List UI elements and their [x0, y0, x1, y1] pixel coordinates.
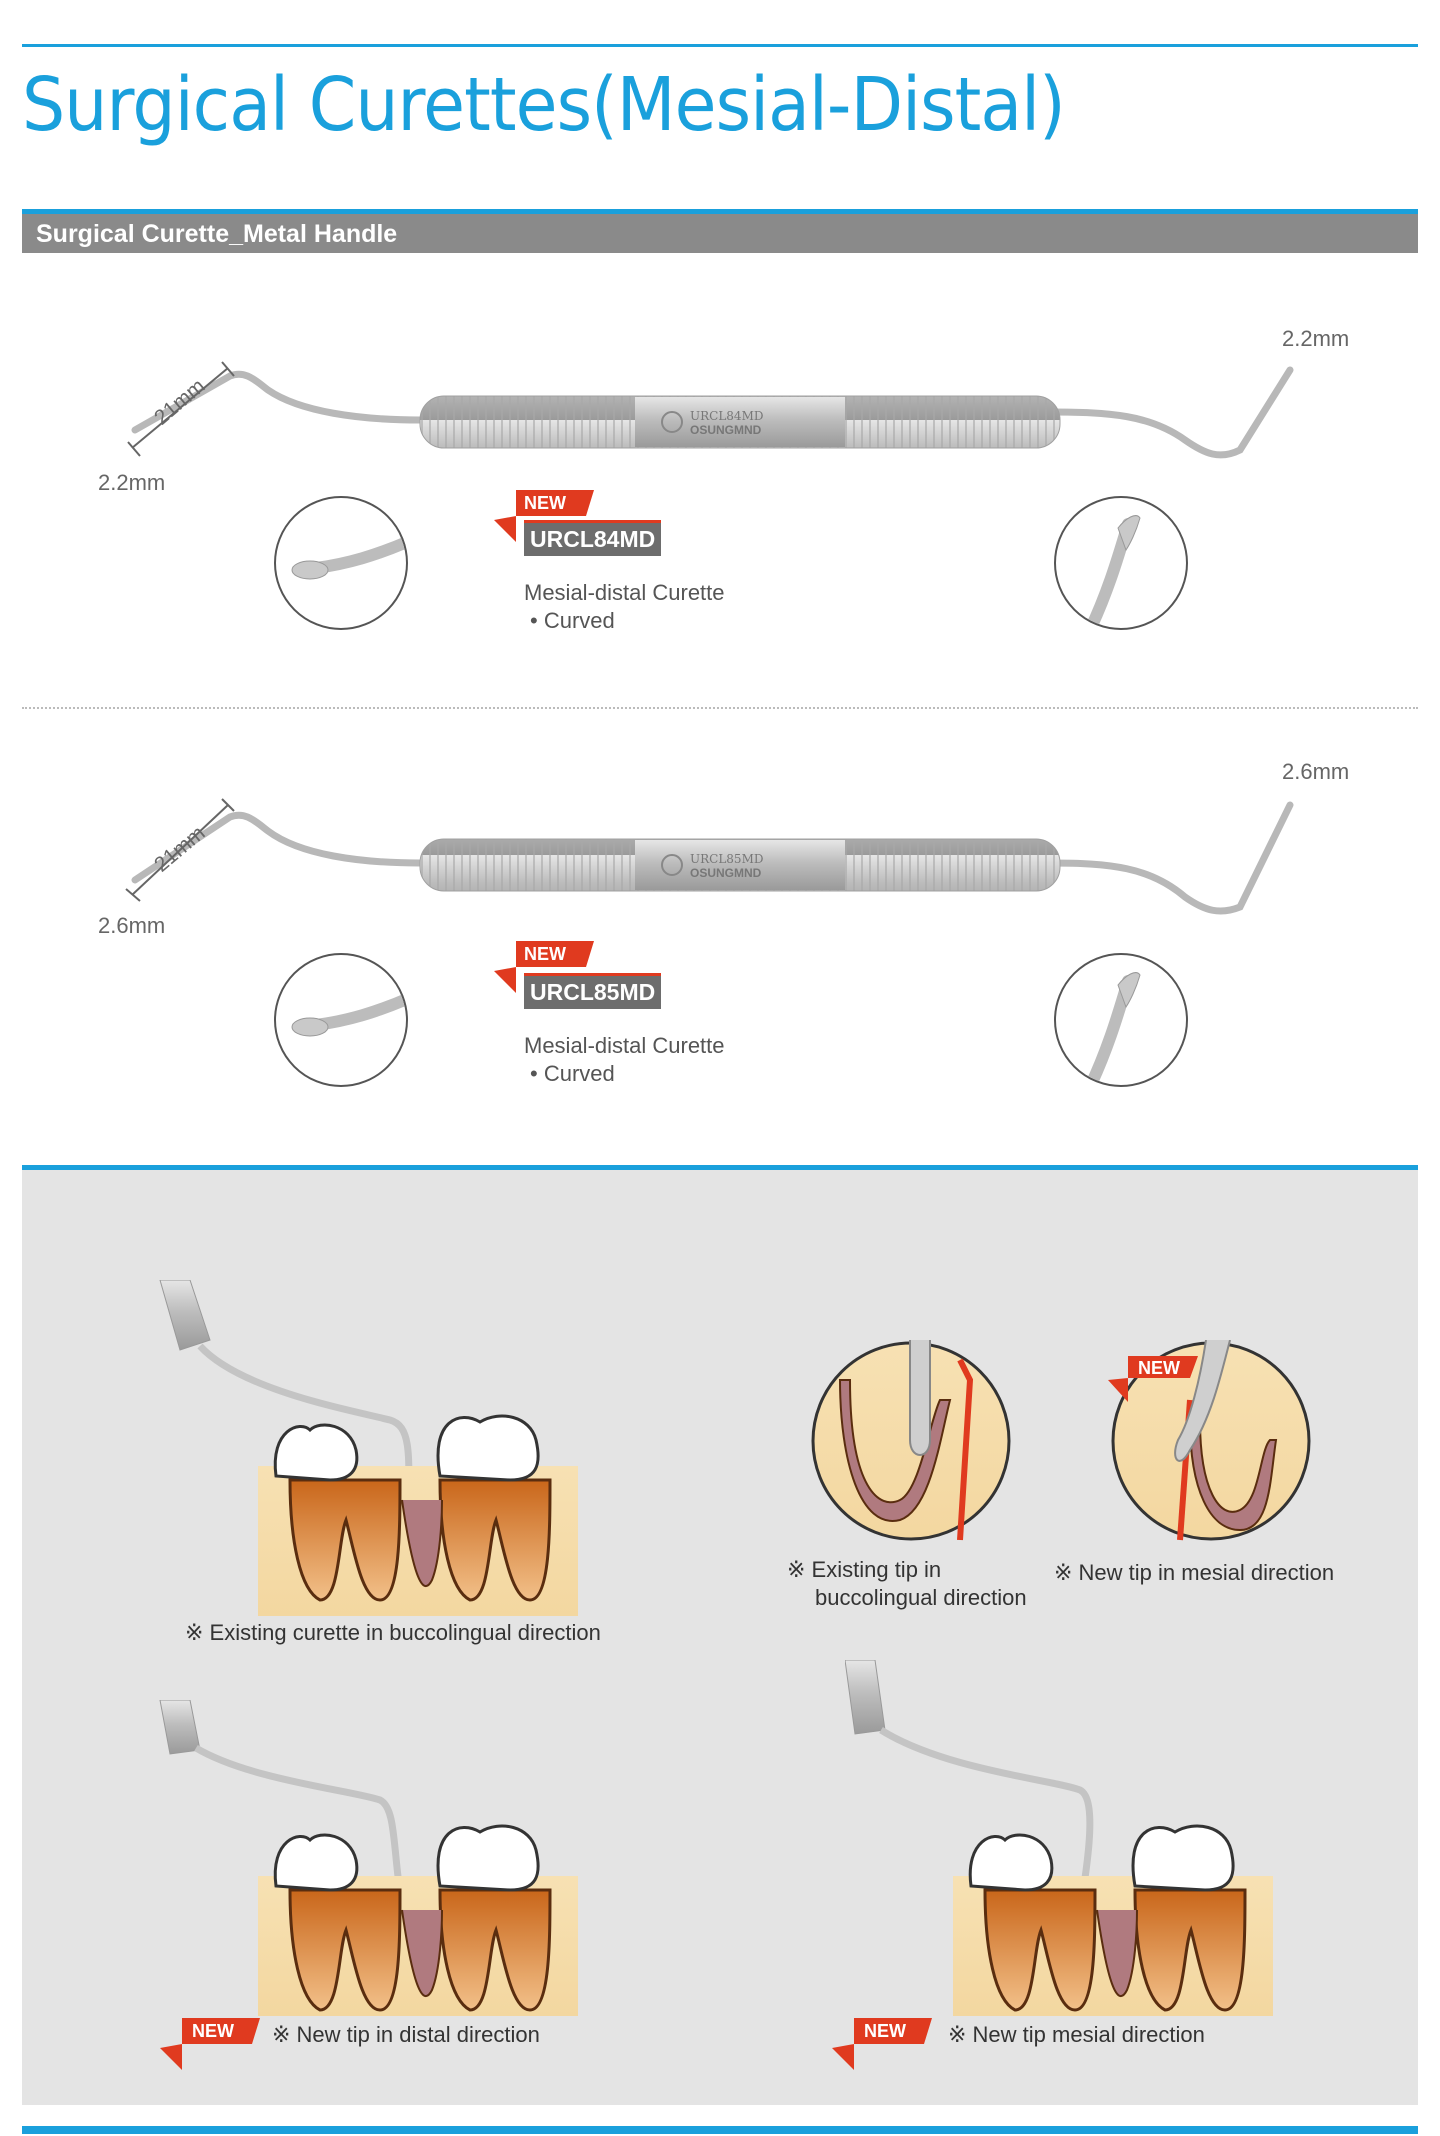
- left-tip-detail: [274, 496, 408, 630]
- new-badge: NEW: [160, 2018, 260, 2074]
- existing-tip-caption-line1: ※ Existing tip in: [787, 1557, 942, 1582]
- section-label: Surgical Curette_Metal Handle: [36, 220, 398, 248]
- right-tip-detail: [1054, 496, 1188, 630]
- new-badge-text: NEW: [192, 2021, 234, 2041]
- new-tip-distal-illustration: [159, 1700, 578, 2016]
- bottom-rule: [22, 2126, 1418, 2134]
- product-name: Mesial-distal Curette: [524, 580, 725, 605]
- product-divider: [22, 707, 1418, 709]
- tip-width-left: 2.6mm: [98, 913, 166, 938]
- new-badge: NEW: [1108, 1356, 1198, 1406]
- new-tip-distal-caption: ※ New tip in distal direction: [272, 2022, 540, 2047]
- tip-width-right: 2.2mm: [1282, 326, 1350, 351]
- curette-instrument-image: URCL84MD OSUNGMND: [127, 361, 1294, 459]
- new-tip-detail: [1111, 1340, 1311, 1541]
- product-feature: • Curved: [530, 608, 615, 633]
- product-code: URCL85MD: [524, 973, 662, 1009]
- curette-instrument-image: URCL85MD OSUNGMND: [125, 798, 1294, 915]
- new-badge-text: NEW: [1138, 1358, 1180, 1378]
- existing-tip-caption: ※ Existing tip in buccolingual direction: [787, 1556, 1027, 1612]
- new-badge-text: NEW: [524, 944, 566, 964]
- existing-tip-detail: [811, 1340, 1011, 1541]
- new-tip-mesial-detail-caption: ※ New tip in mesial direction: [1054, 1560, 1335, 1585]
- new-badge: NEW: [494, 490, 594, 550]
- new-tip-mesial-illustration: [845, 1660, 1273, 2016]
- engraving-model: URCL84MD: [690, 409, 763, 423]
- product-code: URCL84MD: [524, 520, 662, 556]
- product-urcl85md: URCL85MD OSUNGMND 21mm 2.6mm 2.6mm NEW U…: [0, 735, 1440, 1165]
- left-tip-detail: [274, 953, 408, 1087]
- page-title: Surgical Curettes(Mesial-Distal): [22, 62, 1066, 148]
- tip-width-left: 2.2mm: [98, 470, 166, 495]
- product-feature: • Curved: [530, 1061, 615, 1086]
- engraving-model: URCL85MD: [690, 852, 763, 866]
- existing-tip-caption-line2: buccolingual direction: [815, 1585, 1027, 1610]
- new-tip-mesial-caption: ※ New tip mesial direction: [948, 2022, 1205, 2047]
- new-badge: NEW: [494, 941, 594, 1001]
- existing-curette-caption: ※ Existing curette in buccolingual direc…: [185, 1620, 601, 1645]
- existing-curette-illustration: [159, 1280, 578, 1616]
- right-tip-detail: [1054, 953, 1188, 1087]
- product-urcl84md: URCL84MD OSUNGMND 21mm 2.2mm 2.2mm NEW U…: [0, 300, 1440, 730]
- tip-width-right: 2.6mm: [1282, 759, 1350, 784]
- new-badge-text: NEW: [524, 493, 566, 513]
- section-bar: Surgical Curette_Metal Handle: [22, 209, 1418, 253]
- engraving-brand: OSUNGMND: [690, 866, 762, 880]
- new-badge-text: NEW: [864, 2021, 906, 2041]
- top-rule: [22, 44, 1418, 47]
- new-badge: NEW: [832, 2018, 932, 2074]
- product-name: Mesial-distal Curette: [524, 1033, 725, 1058]
- engraving-brand: OSUNGMND: [690, 423, 762, 437]
